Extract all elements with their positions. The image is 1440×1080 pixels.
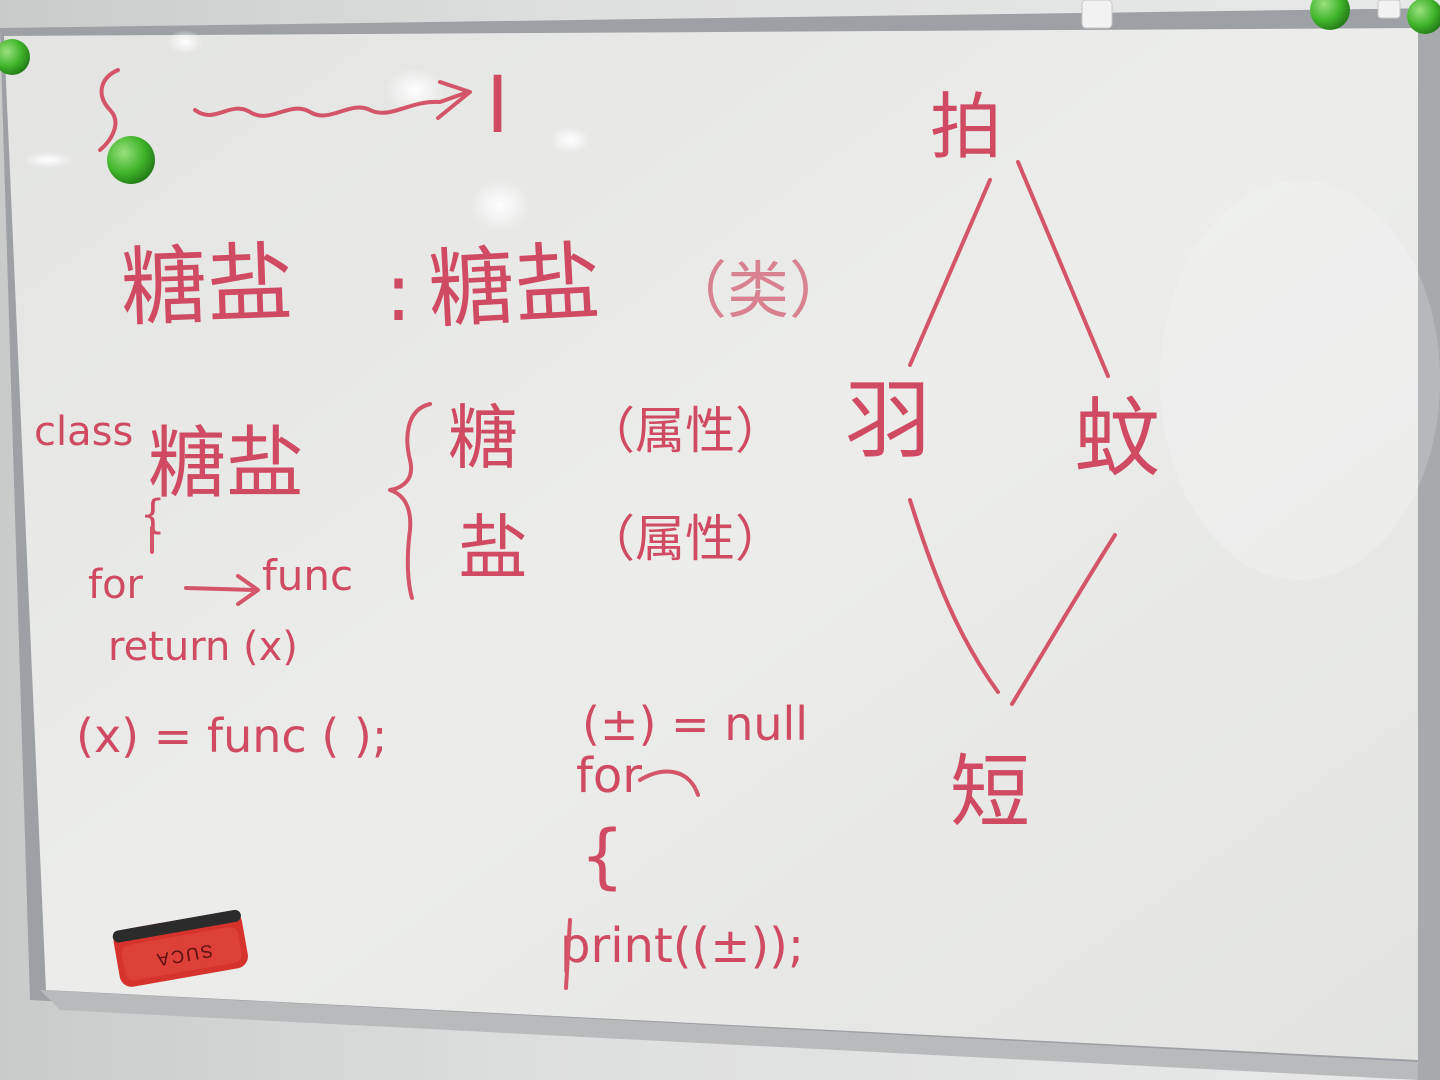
code-line-2-tail: [638, 769, 700, 797]
class-keyword: class: [34, 409, 133, 455]
class-name: 糖盐: [148, 419, 304, 509]
code-line-1: (±) = null: [582, 697, 808, 751]
green-magnet-icon[interactable]: [1310, 0, 1350, 30]
frame-right-edge: [1418, 20, 1440, 1080]
glare: [1160, 180, 1440, 580]
call-line: (x) = func ( );: [76, 709, 387, 763]
attribute-sugar: 糖: [448, 397, 518, 479]
green-magnet-icon[interactable]: [107, 136, 155, 184]
green-magnet-icon[interactable]: [0, 39, 30, 75]
green-magnet-icon[interactable]: [1407, 0, 1440, 34]
arrow-head-stroke: [436, 80, 472, 120]
big-curly-brace: [388, 402, 432, 600]
diamond-bottom: 短: [950, 746, 1030, 839]
return-line: return (x): [108, 624, 298, 670]
attribute-sugar-note: （属性）: [585, 402, 785, 460]
whiteboard-eraser[interactable]: SUCA: [112, 909, 250, 989]
title-left: 糖盐: [119, 233, 294, 339]
diamond-right: 蚊: [1074, 389, 1160, 489]
glare: [470, 179, 530, 231]
diamond-edge-bottom-left: [908, 498, 1000, 694]
code-line-4: print((±));: [560, 918, 804, 974]
white-clip-icon[interactable]: [1081, 0, 1113, 29]
attribute-salt-note: （属性）: [585, 510, 785, 568]
glare: [22, 152, 74, 168]
for-keyword: for: [88, 562, 144, 608]
s-curve-stroke: [98, 68, 120, 152]
wavy-arrow-stroke: [193, 90, 470, 118]
marker-tray: [40, 990, 1418, 1080]
func-target: func: [262, 551, 353, 600]
diamond-edge-bottom-right: [1010, 533, 1117, 706]
title-colon: :: [385, 246, 412, 339]
diamond-left: 羽: [845, 371, 931, 471]
glare: [167, 30, 203, 54]
title-right: 糖盐: [426, 232, 603, 341]
for-arrow-stroke: [184, 574, 260, 606]
diamond-top: 拍: [930, 85, 1002, 169]
diamond-edge-top-right: [1016, 160, 1110, 378]
diamond-edge-top-left: [908, 178, 992, 367]
print-descender: [564, 918, 572, 990]
arrow-target-letter: I: [486, 61, 509, 151]
glare: [550, 126, 590, 154]
white-clip-icon[interactable]: [1377, 0, 1401, 19]
title-paren-note: （类）: [665, 254, 851, 327]
code-line-3: {: [580, 815, 625, 897]
attribute-salt: 盐: [458, 507, 528, 589]
code-line-2: for: [576, 748, 642, 804]
